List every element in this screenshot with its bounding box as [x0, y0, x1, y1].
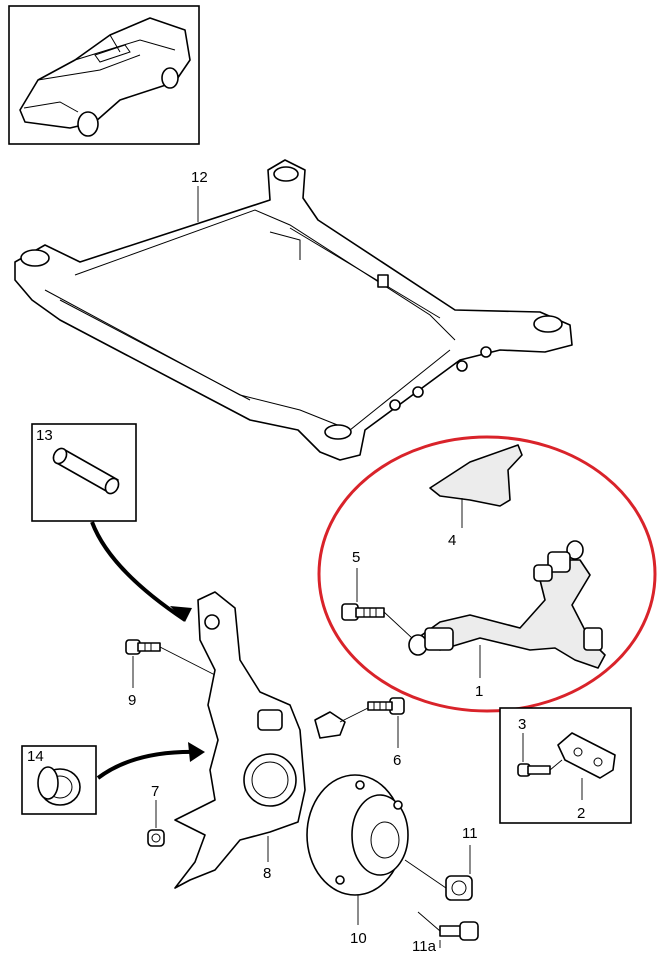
callout-11a: 11a — [412, 938, 437, 955]
leader-5 — [356, 568, 413, 639]
vehicle-locator-thumbnail — [8, 5, 200, 145]
axle-nut — [445, 875, 473, 901]
leader-6 — [339, 707, 399, 748]
callout-13: 13 — [36, 427, 53, 444]
wheel-hub — [306, 774, 409, 896]
arrow-14 — [96, 749, 201, 780]
arrow-13-head — [170, 606, 192, 622]
arm-bolt — [341, 603, 385, 621]
leader-11a — [417, 911, 441, 948]
knuckle-bolt — [125, 639, 161, 655]
bearing-detail-box — [21, 745, 97, 815]
arrow-14-head — [188, 742, 205, 762]
hub-bolt — [439, 921, 479, 941]
arrow-13 — [90, 521, 187, 622]
control-arm — [408, 540, 606, 669]
sleeve-detail-box — [31, 423, 137, 522]
leader-3 — [522, 733, 563, 771]
leader-9 — [132, 646, 216, 688]
callout-5: 5 — [352, 549, 360, 566]
callout-6: 6 — [393, 752, 401, 769]
steering-knuckle — [174, 591, 306, 889]
callout-2: 2 — [577, 805, 585, 822]
callout-14: 14 — [27, 748, 44, 765]
bracket-shield — [429, 444, 523, 507]
callout-4: 4 — [448, 532, 456, 549]
subframe — [14, 159, 573, 461]
callout-10: 10 — [350, 930, 367, 947]
tie-rod-bolt — [314, 697, 405, 739]
callout-8: 8 — [263, 865, 271, 882]
callout-9: 9 — [128, 692, 136, 709]
callout-11: 11 — [462, 825, 478, 842]
callout-12: 12 — [191, 169, 208, 186]
callout-7: 7 — [151, 783, 159, 800]
knuckle-nut — [147, 829, 165, 847]
callout-3: 3 — [518, 716, 526, 733]
leader-11 — [404, 845, 471, 889]
highlight-ellipse — [317, 435, 657, 713]
callout-1: 1 — [475, 683, 483, 700]
pin-plate-detail-box — [499, 707, 632, 824]
